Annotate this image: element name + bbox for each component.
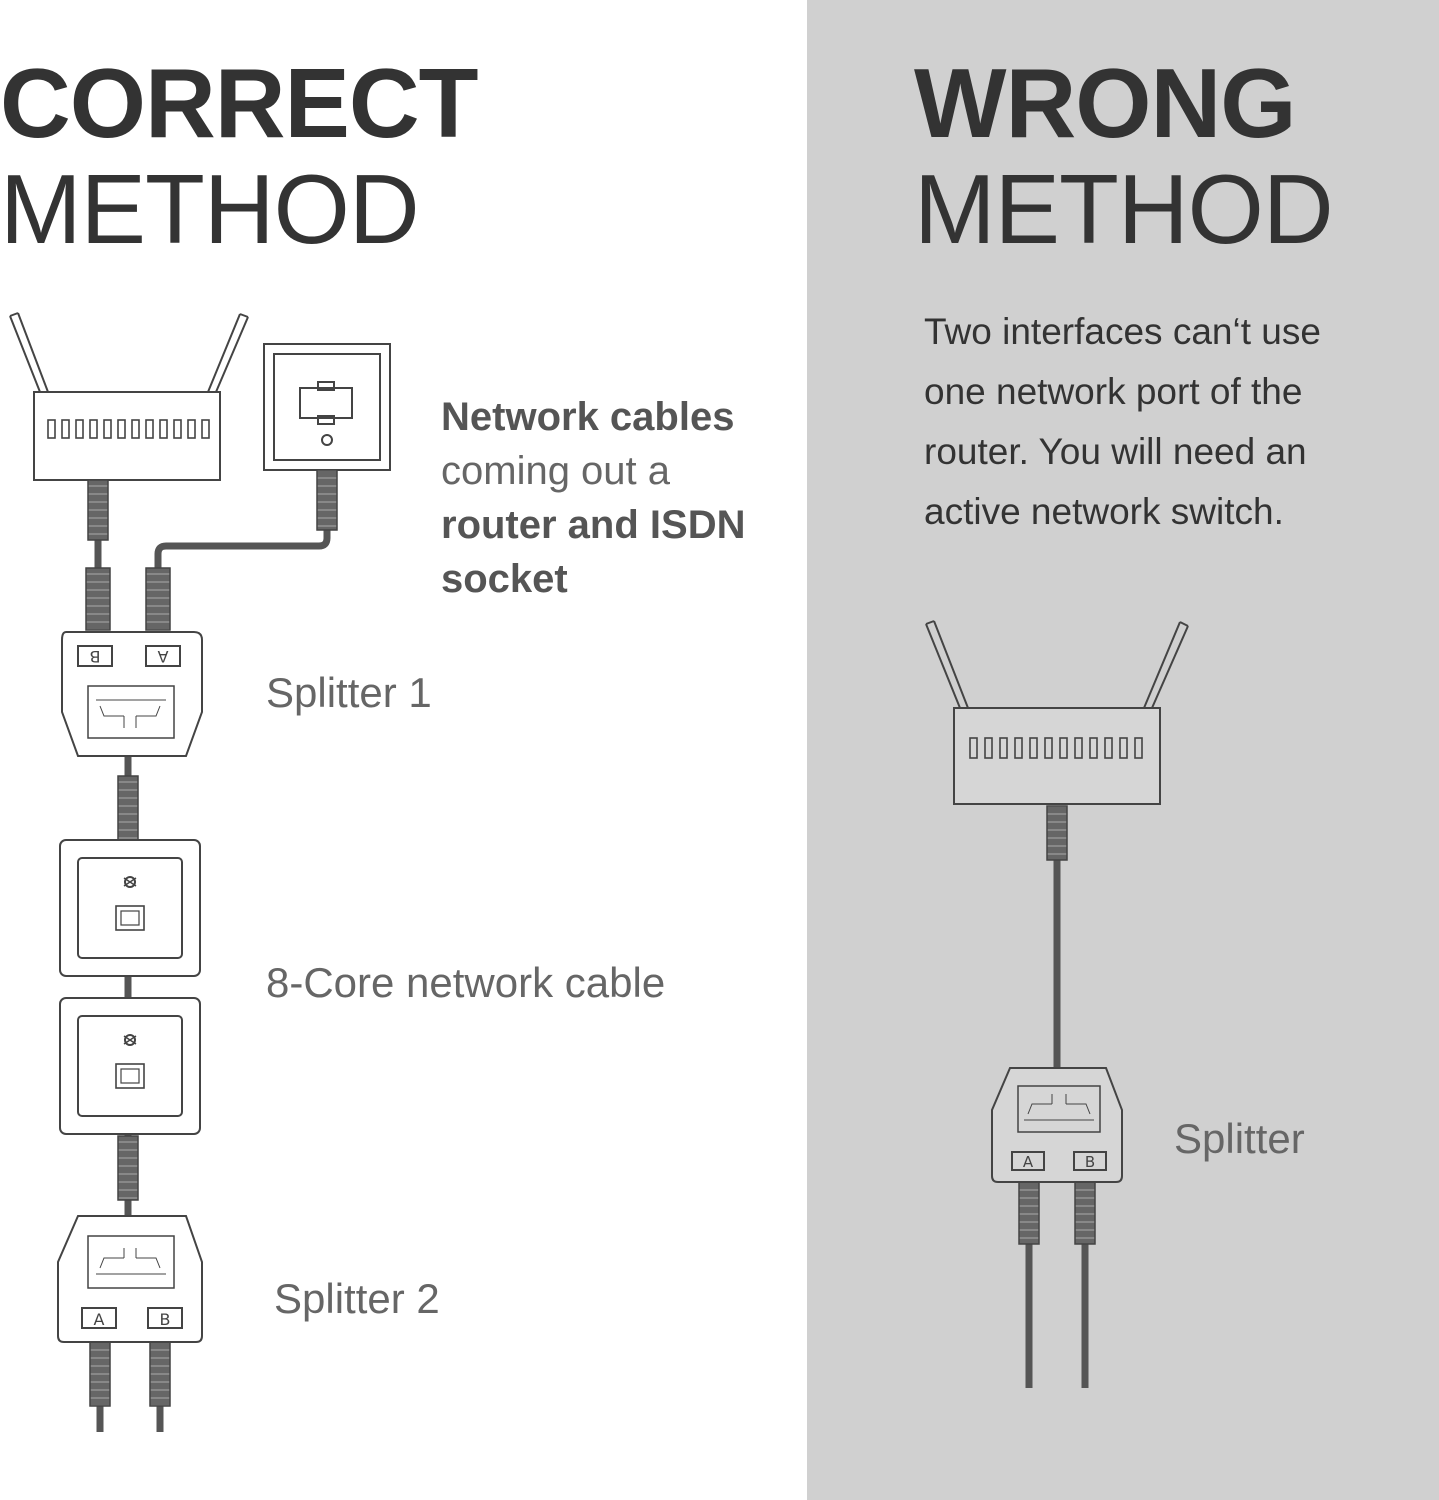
splitter-1-port-b: B bbox=[90, 647, 101, 666]
wall-socket-2-icon bbox=[59, 997, 201, 1135]
splitter-1-label: Splitter 1 bbox=[266, 669, 432, 716]
wrong-rj45-connectors bbox=[1018, 805, 1096, 1245]
correct-title: CORRECT bbox=[0, 48, 479, 158]
splitter-2-port-a: A bbox=[94, 1310, 105, 1329]
wrong-splitter-label: Splitter bbox=[1174, 1115, 1305, 1162]
router-icon bbox=[9, 312, 249, 481]
rj45-connectors bbox=[85, 469, 338, 1407]
correct-subtitle: METHOD bbox=[0, 154, 420, 264]
isdn-socket-icon bbox=[263, 343, 391, 471]
wrong-splitter-icon bbox=[991, 1067, 1123, 1183]
wrong-router-icon bbox=[925, 620, 1189, 805]
splitter-2-port-b: B bbox=[160, 1310, 171, 1329]
splitter-1-icon bbox=[61, 631, 203, 757]
wrong-splitter-port-a: A bbox=[1023, 1153, 1034, 1171]
wrong-splitter-port-b: B bbox=[1085, 1153, 1095, 1171]
wrong-subtitle: METHOD bbox=[914, 154, 1334, 264]
splitter-1-port-a: A bbox=[157, 647, 168, 666]
network-cables-caption: Network cables coming out a router and I… bbox=[441, 395, 746, 601]
splitter-2-label: Splitter 2 bbox=[274, 1275, 440, 1322]
splitter-2-icon bbox=[57, 1215, 203, 1343]
wrong-title: WRONG bbox=[914, 48, 1296, 158]
cable-label: 8-Core network cable bbox=[266, 959, 666, 1006]
wall-socket-1-icon bbox=[59, 839, 201, 977]
wrong-cables bbox=[1025, 860, 1089, 1388]
wrong-description: Two interfaces can‘t use one network por… bbox=[924, 311, 1321, 532]
